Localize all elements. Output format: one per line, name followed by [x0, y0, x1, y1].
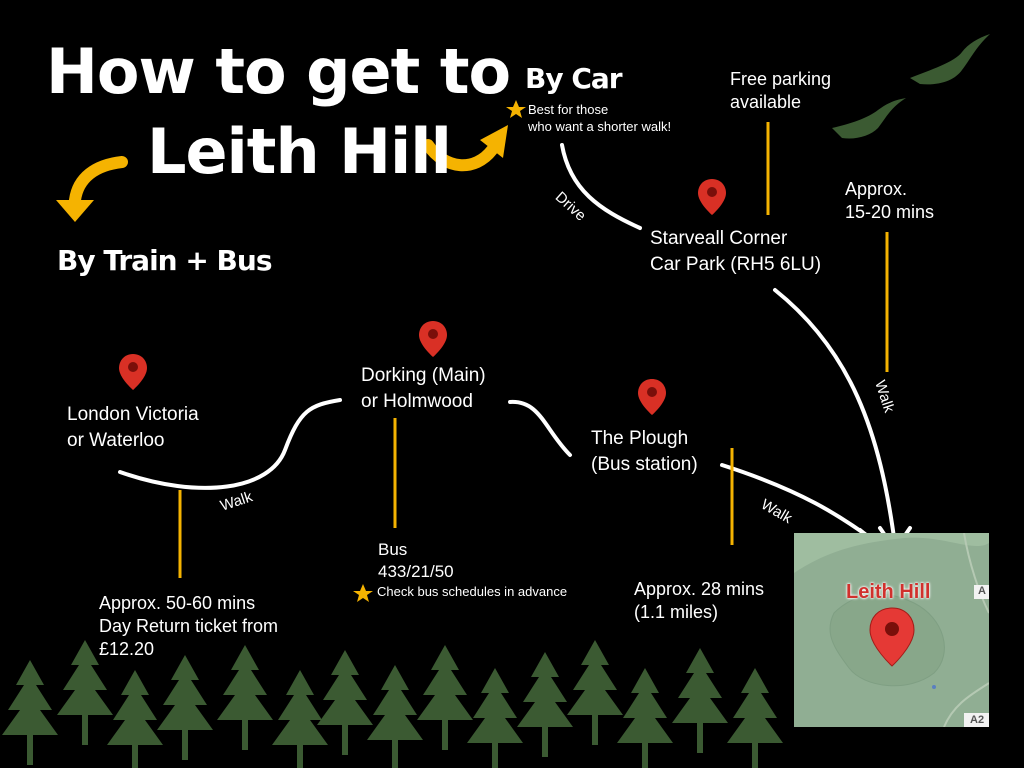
- train-note-line2: Day Return ticket from: [99, 616, 279, 636]
- route-drive-curve: [560, 143, 642, 230]
- bus-note-line1: Bus: [378, 540, 408, 559]
- car-note-line2: who want a shorter walk!: [528, 119, 672, 134]
- route-train-curve: [118, 398, 342, 490]
- car-heading: By Car: [525, 62, 623, 95]
- map-road-label: A2: [970, 714, 985, 726]
- arrow-left-down-icon: [56, 156, 128, 222]
- car-time-line1: Approx.: [845, 179, 908, 199]
- page-title-line2: Leith Hill: [147, 115, 452, 188]
- route-bus-curve: [508, 399, 572, 457]
- car-note-line1: Best for those: [528, 102, 609, 117]
- bus-note-line2: 433/21/50: [378, 562, 454, 581]
- location-pin-icon: [119, 354, 147, 390]
- stop-plough-line2: (Bus station): [591, 454, 698, 475]
- stop-starveall-line1: Starveall Corner: [650, 228, 788, 249]
- parking-line1: Free parking: [730, 69, 832, 89]
- walk-note-line1: Approx. 28 mins: [634, 579, 765, 599]
- train-bus-heading: By Train + Bus: [57, 244, 272, 277]
- stop-starveall-line2: Car Park (RH5 6LU): [650, 254, 822, 275]
- map-pin-icon: [869, 607, 915, 667]
- arrow-right-up-icon: [422, 125, 508, 172]
- location-pin-icon: [638, 379, 666, 415]
- bird-icon: [832, 98, 906, 139]
- stop-dorking-line1: Dorking (Main): [361, 365, 486, 386]
- train-note-line3: £12.20: [99, 639, 155, 659]
- walk-note-line2: (1.1 miles): [634, 602, 719, 622]
- train-note-line1: Approx. 50-60 mins: [99, 593, 256, 613]
- star-icon: [506, 100, 526, 118]
- stop-plough-line1: The Plough: [591, 428, 689, 449]
- star-icon: [353, 584, 373, 602]
- location-pin-icon: [698, 179, 726, 215]
- stop-london-line2: or Waterloo: [67, 430, 165, 451]
- route-car-walk-curve: [773, 288, 897, 547]
- page-title-line1: How to get to: [46, 35, 511, 108]
- map-road-label: A: [978, 585, 986, 597]
- stop-london-line1: London Victoria: [67, 404, 199, 425]
- location-pin-icon: [419, 321, 447, 357]
- car-time-line2: 15-20 mins: [845, 202, 935, 222]
- bus-star-note: Check bus schedules in advance: [377, 584, 568, 599]
- map-inset[interactable]: Leith Hill A A2: [794, 533, 989, 727]
- map-destination-label: Leith Hill: [846, 581, 931, 603]
- bird-icon: [910, 34, 990, 85]
- stop-dorking-line2: or Holmwood: [361, 391, 473, 412]
- parking-line2: available: [730, 92, 802, 112]
